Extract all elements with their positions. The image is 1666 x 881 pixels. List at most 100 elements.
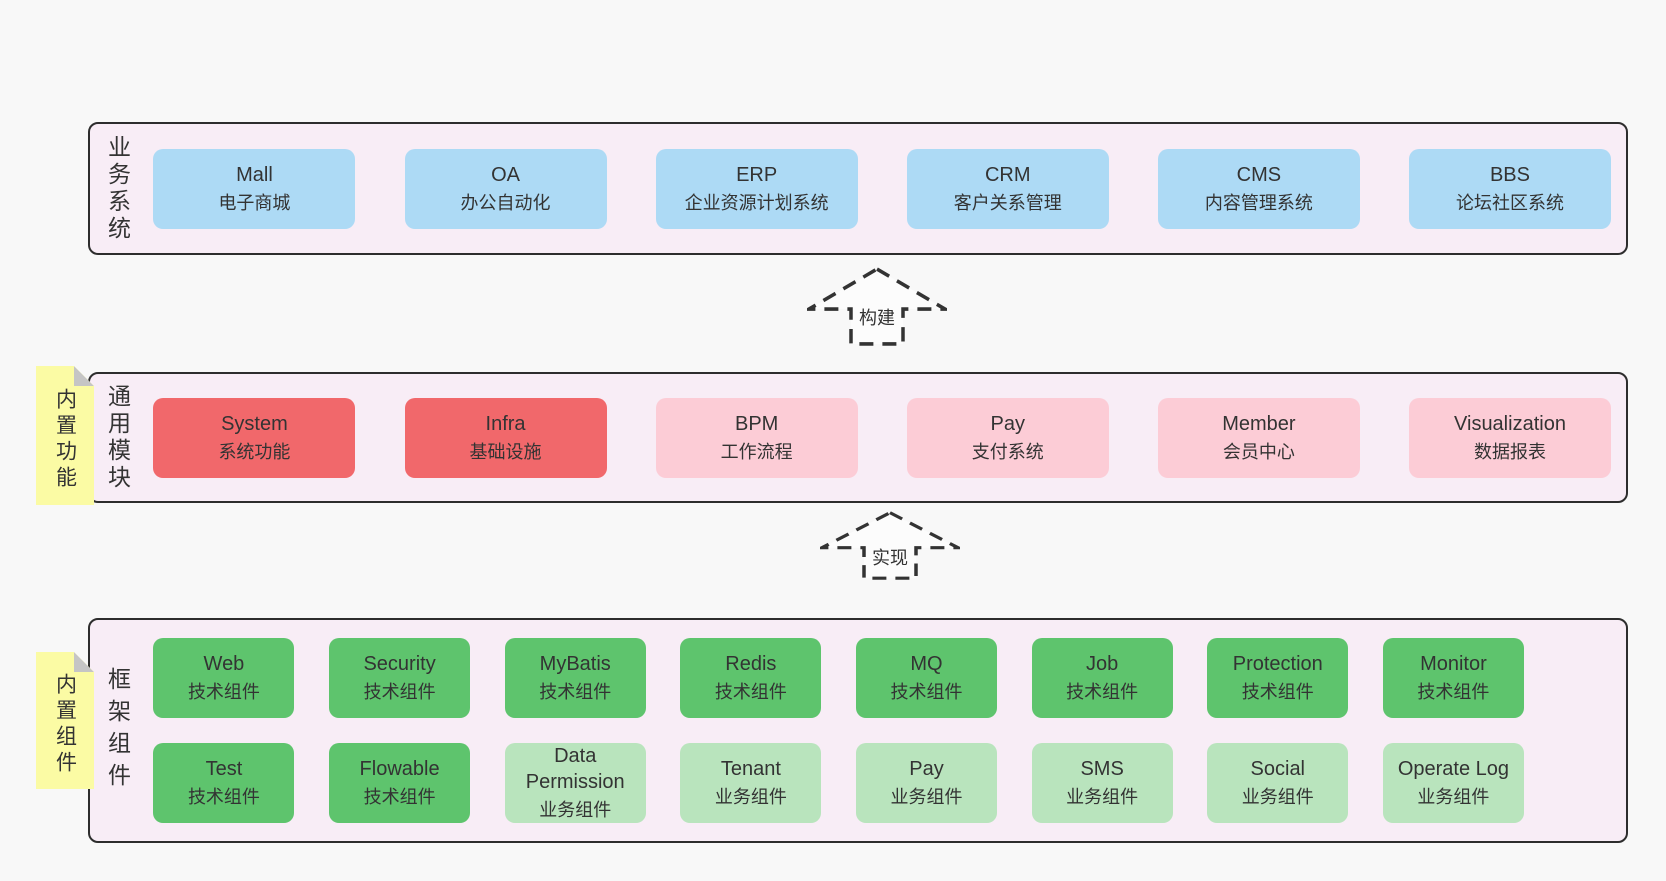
box-title: OA	[491, 163, 520, 186]
box-security: Security 技术组件	[329, 638, 471, 718]
box-subtitle: 论坛社区系统	[1455, 192, 1564, 213]
box-subtitle: 技术组件	[1417, 682, 1490, 703]
box-title: Job	[1086, 653, 1119, 676]
box-title: Web	[203, 653, 245, 676]
box-data-permission: Data Permission 业务组件	[504, 743, 646, 823]
framework-components-rows: Web 技术组件 Security 技术组件 MyBatis 技术组件 Redi…	[130, 638, 1626, 823]
box-mq: MQ 技术组件	[856, 638, 997, 718]
box-subtitle: 支付系统	[971, 441, 1044, 462]
box-title: Operate Log	[1397, 758, 1510, 781]
box-test: Test 技术组件	[153, 743, 295, 823]
box-subtitle: 业务组件	[890, 787, 963, 808]
builtin-components-label: 内置组件	[53, 672, 77, 777]
box-subtitle: 系统功能	[218, 441, 291, 462]
business-systems-boxes: Mall 电子商城 OA 办公自动化 ERP 企业资源计划系统 CRM 客户关系…	[130, 148, 1626, 229]
box-title: MQ	[910, 653, 943, 676]
box-subtitle: 会员中心	[1222, 441, 1295, 462]
box-erp: ERP 企业资源计划系统	[655, 148, 858, 229]
box-crm: CRM 客户关系管理	[906, 148, 1109, 229]
box-title: Mall	[236, 163, 273, 186]
box-title: Visualization	[1454, 412, 1566, 435]
box-title: ERP	[736, 163, 778, 186]
business-systems-label: 业务系统	[104, 134, 131, 243]
build-arrow-label: 构建	[857, 304, 897, 331]
box-subtitle: 企业资源计划系统	[684, 192, 829, 213]
box-tenant: Tenant 业务组件	[680, 743, 822, 823]
box-title: SMS	[1080, 758, 1124, 781]
common-modules-label: 通用模块	[104, 383, 131, 492]
box-title: Protection	[1232, 653, 1323, 676]
box-title: MyBatis	[539, 653, 611, 676]
box-pay-system: Pay 支付系统	[906, 397, 1109, 478]
box-mybatis: MyBatis 技术组件	[504, 638, 646, 718]
box-subtitle: 业务组件	[1241, 787, 1314, 808]
box-cms: CMS 内容管理系统	[1157, 148, 1360, 229]
box-title: BPM	[734, 412, 779, 435]
box-bbs: BBS 论坛社区系统	[1408, 148, 1611, 229]
box-title: Flowable	[359, 758, 440, 781]
box-subtitle: 电子商城	[218, 192, 291, 213]
box-subtitle: 业务组件	[1066, 787, 1139, 808]
box-subtitle: 技术组件	[187, 787, 260, 808]
box-subtitle: 客户关系管理	[953, 192, 1062, 213]
common-modules-boxes: System 系统功能 Infra 基础设施 BPM 工作流程 Pay 支付系统…	[130, 397, 1626, 478]
box-protection: Protection 技术组件	[1207, 638, 1349, 718]
box-subtitle: 技术组件	[714, 682, 787, 703]
box-subtitle: 技术组件	[1066, 682, 1139, 703]
box-mall: Mall 电子商城	[153, 148, 356, 229]
box-subtitle: 数据报表	[1473, 441, 1546, 462]
box-subtitle: 技术组件	[363, 682, 436, 703]
framework-components-panel: 框架组件 Web 技术组件 Security 技术组件 MyBatis 技术组件…	[88, 618, 1628, 843]
box-subtitle: 办公自动化	[460, 192, 551, 213]
build-arrow: 构建	[807, 266, 947, 346]
box-title: Member	[1222, 412, 1296, 435]
box-visualization: Visualization 数据报表	[1408, 397, 1611, 478]
box-title: CMS	[1236, 163, 1282, 186]
box-title: Security	[363, 653, 436, 676]
box-title: Pay	[909, 758, 944, 781]
box-title: Social	[1250, 758, 1306, 781]
box-infra: Infra 基础设施	[404, 397, 607, 478]
box-web: Web 技术组件	[153, 638, 295, 718]
builtin-functions-label: 内置功能	[53, 387, 77, 492]
box-subtitle: 业务组件	[1417, 787, 1490, 808]
box-pay-component: Pay 业务组件	[856, 743, 997, 823]
box-subtitle: 技术组件	[890, 682, 963, 703]
implement-arrow-label: 实现	[870, 543, 910, 570]
box-flowable: Flowable 技术组件	[329, 743, 471, 823]
common-modules-panel: 通用模块 System 系统功能 Infra 基础设施 BPM 工作流程 Pay…	[88, 372, 1628, 503]
box-subtitle: 技术组件	[363, 787, 436, 808]
box-title: Monitor	[1420, 653, 1487, 676]
box-title: Redis	[725, 653, 777, 676]
box-oa: OA 办公自动化	[404, 148, 607, 229]
box-title: System	[221, 412, 288, 435]
box-social: Social 业务组件	[1207, 743, 1349, 823]
business-systems-panel: 业务系统 Mall 电子商城 OA 办公自动化 ERP 企业资源计划系统 CRM…	[88, 122, 1628, 255]
box-title: Pay	[990, 412, 1025, 435]
box-subtitle: 技术组件	[187, 682, 260, 703]
box-subtitle: 技术组件	[1241, 682, 1314, 703]
box-member: Member 会员中心	[1157, 397, 1360, 478]
box-subtitle: 技术组件	[539, 682, 612, 703]
box-redis: Redis 技术组件	[680, 638, 822, 718]
framework-components-label: 框架组件	[104, 666, 131, 795]
box-subtitle: 业务组件	[714, 787, 787, 808]
box-title: Data Permission	[525, 745, 625, 794]
box-job: Job 技术组件	[1031, 638, 1173, 718]
box-operate-log: Operate Log 业务组件	[1382, 743, 1524, 823]
box-title: BBS	[1489, 163, 1530, 186]
builtin-functions-sticky-note: 内置功能	[36, 366, 94, 505]
tech-components-row: Web 技术组件 Security 技术组件 MyBatis 技术组件 Redi…	[153, 638, 1524, 718]
box-title: CRM	[984, 163, 1031, 186]
business-components-row: Test 技术组件 Flowable 技术组件 Data Permission …	[153, 743, 1524, 823]
box-system: System 系统功能	[153, 397, 356, 478]
box-subtitle: 业务组件	[539, 800, 612, 821]
box-title: Infra	[485, 412, 526, 435]
implement-arrow: 实现	[820, 510, 960, 580]
builtin-components-sticky-note: 内置组件	[36, 652, 94, 789]
box-bpm: BPM 工作流程	[655, 397, 858, 478]
box-title: Tenant	[720, 758, 781, 781]
box-subtitle: 基础设施	[469, 441, 542, 462]
box-subtitle: 工作流程	[720, 441, 793, 462]
box-sms: SMS 业务组件	[1031, 743, 1173, 823]
